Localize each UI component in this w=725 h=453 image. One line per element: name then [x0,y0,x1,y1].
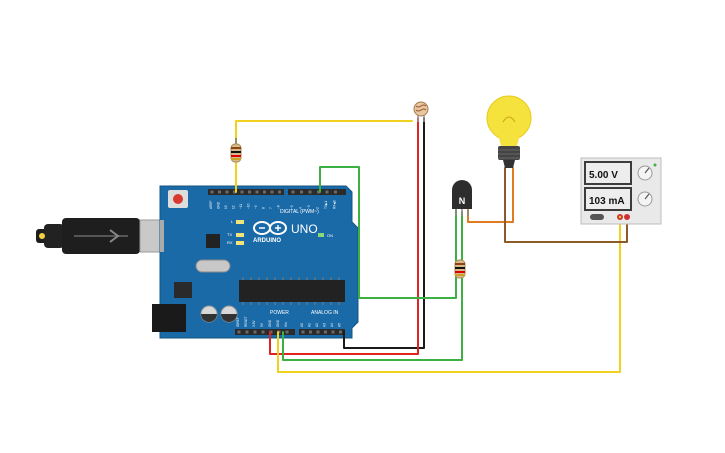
header-pin[interactable] [285,330,289,334]
header-pin[interactable] [309,330,312,334]
photoresistor[interactable] [413,101,429,122]
wire-yellow-supply[interactable] [277,217,621,373]
header-pin[interactable] [237,330,241,334]
npn-transistor[interactable]: N [452,180,472,216]
pin-label: 12 [232,205,236,209]
atmega-chip [239,280,345,302]
resistor-ldr[interactable] [230,138,242,163]
header-pin[interactable] [300,190,303,194]
pin-label: ~10 [247,203,251,209]
header-pin[interactable] [240,190,244,194]
header-pin[interactable] [253,330,257,334]
pin-label: 3.3V [252,320,256,327]
header-pin[interactable] [210,190,214,194]
pin-label: GND [217,201,221,209]
current-display [586,189,630,209]
led-label-tx: TX [227,232,232,237]
led-label-l: L [231,219,234,224]
header-pin[interactable] [291,190,295,194]
header-pin[interactable] [218,190,221,194]
model-label: UNO [291,222,318,236]
dc-power-supply[interactable]: 5.00 V 103 mA [580,157,662,225]
pin-label: ~6 [277,205,281,209]
header-pin[interactable] [317,190,320,194]
arduino-uno[interactable]: L TX RX ON ARDUINO UNO DIGITAL (PWM~) AR… [152,185,359,339]
on-label: ON [327,233,333,238]
header-pin[interactable] [331,330,335,334]
pin-label: 13 [224,205,228,209]
pin-label: A4 [330,323,334,327]
pin-label: 2 [316,207,320,209]
pin-label: Vin [284,322,288,327]
pin-label: ~5 [290,205,294,209]
header-pin[interactable] [245,330,249,334]
pin-label: A0 [300,323,304,327]
power-label: POWER [270,310,289,316]
pin-label: RX◀0 [333,200,337,209]
pin-label: IOREF [236,317,240,327]
current-value: 103 mA [589,196,625,207]
header-pin[interactable] [278,190,281,194]
header-pin[interactable] [270,190,274,194]
power-switch[interactable] [590,214,604,220]
wire-yellow-ldr[interactable] [235,120,413,193]
pin-label: RESET [244,316,248,327]
wire-green-pin3[interactable] [319,166,457,299]
header-pin[interactable] [233,190,236,194]
header-pin[interactable] [316,330,320,334]
transistor-label: N [459,196,466,206]
pin-label: 4 [299,207,303,209]
analog-label: ANALOG IN [311,310,339,316]
wire-green-gnd[interactable] [282,211,463,361]
led-label-rx: RX [227,240,233,245]
analog-header[interactable] [299,329,345,335]
header-pin[interactable] [261,330,265,334]
pin-label: 8 [262,207,266,209]
light-bulb[interactable] [486,95,532,168]
pin-label: ~3 [307,205,311,209]
pin-label: GND [268,319,272,327]
pin-label: A5 [338,323,342,327]
pin-label: ~9 [254,205,258,209]
digital-label: DIGITAL (PWM~) [280,209,319,215]
pin-label: 5V [260,322,264,327]
wire-black-ldr-gnd[interactable] [343,117,425,349]
header-pin[interactable] [324,330,327,334]
voltage-value: 5.00 V [589,170,618,181]
pin-label: A1 [308,323,312,327]
wire-brown-supply[interactable] [504,167,628,243]
pin-label: GND [276,319,280,327]
pin-label: A2 [315,323,319,327]
header-pin[interactable] [339,330,342,334]
voltage-display [586,163,630,183]
pin-label: 7 [269,207,273,209]
pin-label: AREF [209,200,213,209]
resistor-base[interactable] [454,259,466,279]
arduino-logo-icon [253,221,287,235]
pin-label: TX▶1 [324,200,328,209]
header-pin[interactable] [255,190,259,194]
digital-header-left[interactable] [208,189,284,195]
status-leds [236,220,324,245]
wire-orange-bulb[interactable] [467,167,514,223]
header-pin[interactable] [325,190,329,194]
header-pin[interactable] [301,330,305,334]
header-pin[interactable] [263,190,266,194]
wire-red-ldr-5v[interactable] [269,117,419,355]
usb-cable[interactable] [36,218,163,254]
header-pin[interactable] [334,190,337,194]
header-pin[interactable] [225,190,229,194]
brand-label: ARDUINO [253,238,281,244]
power-jack[interactable] [152,304,186,332]
negative-terminal[interactable] [624,214,630,220]
power-header[interactable] [235,329,295,335]
header-pin[interactable] [248,190,251,194]
pin-label: A3 [323,323,327,327]
header-pin[interactable] [308,190,312,194]
pin-label: ~11 [239,204,243,209]
